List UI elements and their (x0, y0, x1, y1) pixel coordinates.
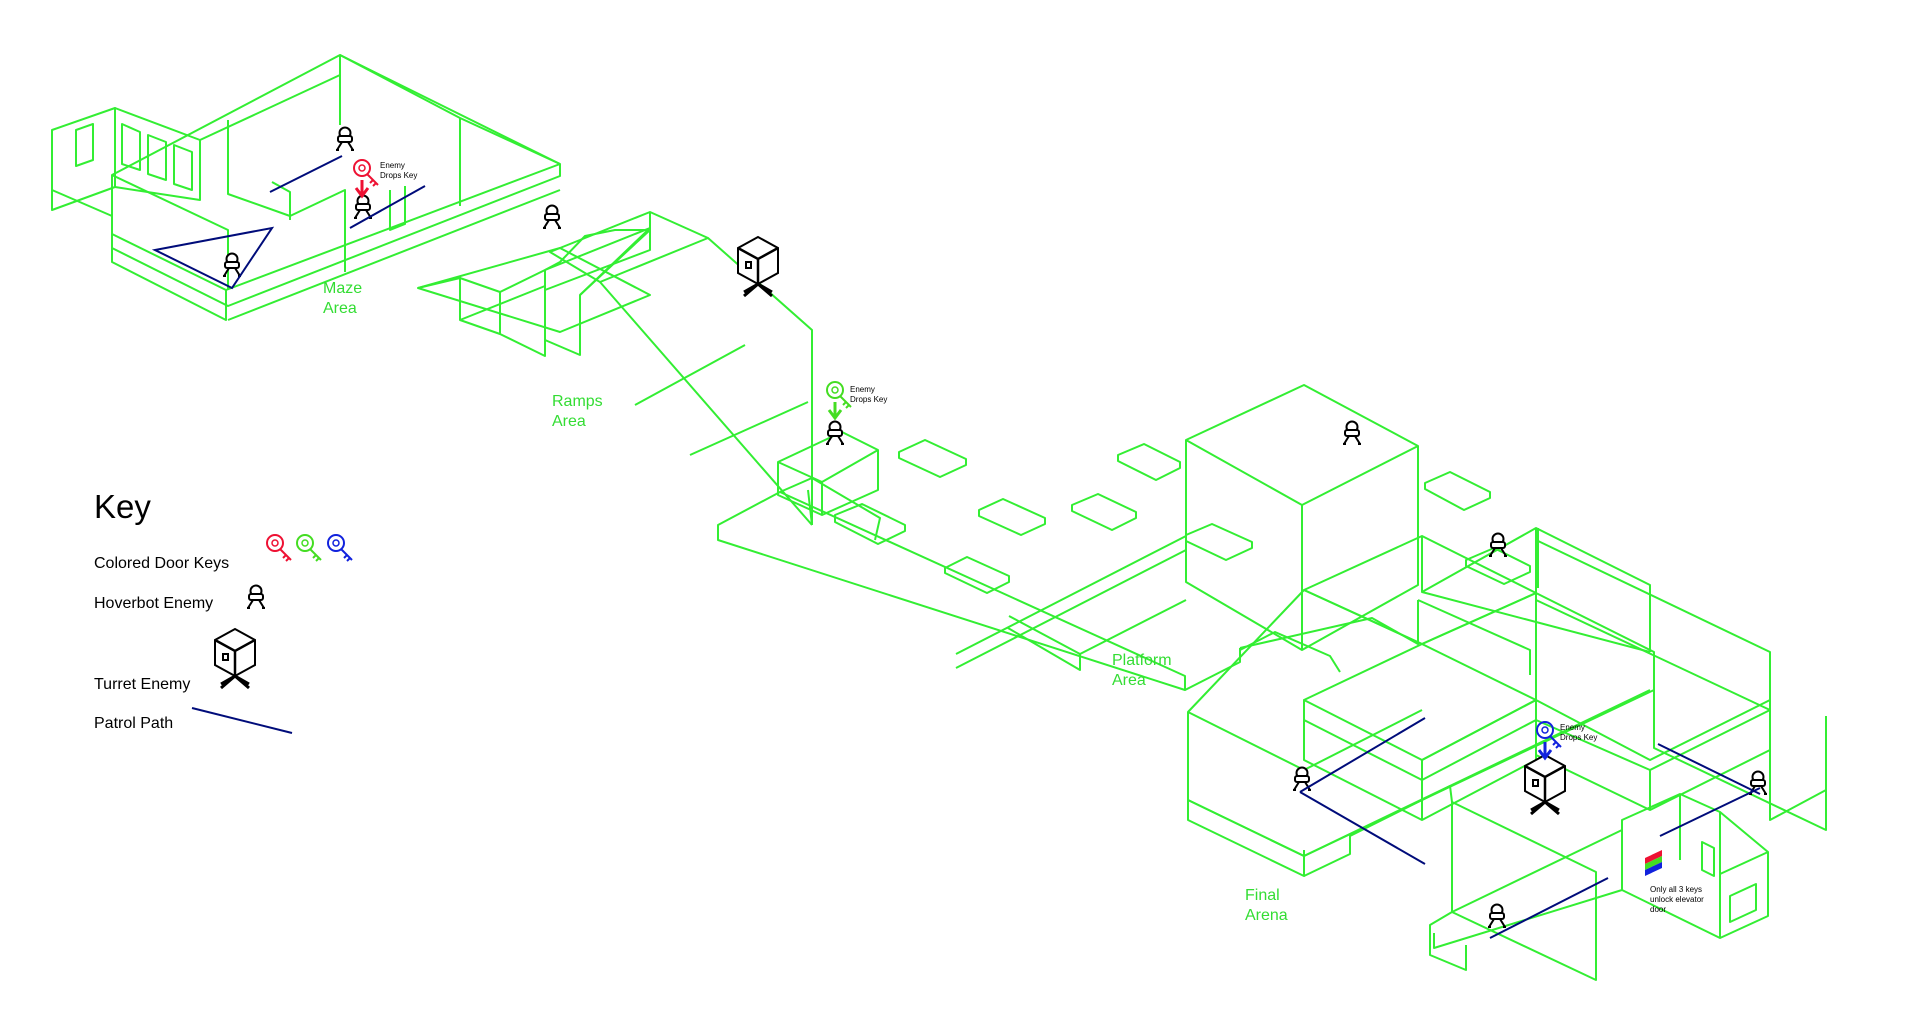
hoverbot-icon (1487, 903, 1507, 928)
annotation-elevator: Only all 3 keys unlock elevator door (1650, 885, 1706, 914)
legend-turret: Turret Enemy (94, 676, 190, 693)
turret-icon (736, 235, 780, 298)
green-key-icon (296, 534, 322, 562)
blue-key-icon (327, 534, 353, 562)
final-arena-label: Final Arena (1245, 887, 1288, 924)
legend-hoverbot: Hoverbot Enemy (94, 595, 213, 612)
turret-icon (1523, 753, 1567, 816)
elevator-door (1645, 850, 1662, 876)
hoverbot-icon (353, 194, 373, 219)
hoverbot-icon (222, 252, 242, 277)
map-keys (353, 159, 1562, 761)
legend-title: Key (94, 488, 151, 525)
hoverbot-icon (335, 126, 355, 151)
red-key-icon (266, 534, 292, 562)
annotation-red-key: Enemy Drops Key (380, 161, 417, 180)
ramps-area-label: Ramps Area (552, 393, 607, 430)
patrol-path-line (191, 707, 293, 734)
green-key-icon (826, 381, 852, 409)
hoverbot-icon (1342, 420, 1362, 445)
red-key-icon (353, 159, 379, 187)
platform-area-label: Platform Area (1112, 652, 1176, 689)
patrol-paths (151, 155, 1761, 939)
annotation-green-key: Enemy Drops Key (850, 385, 887, 404)
turret-icon (213, 627, 257, 690)
hoverbot-icon (542, 204, 562, 229)
legend-patrol: Patrol Path (94, 715, 173, 732)
maze-area (51, 54, 561, 321)
hoverbot-icon (825, 420, 845, 445)
platform-area (717, 384, 1531, 691)
annotation-blue-key: Enemy Drops Key (1560, 723, 1597, 742)
ramps-area (417, 211, 813, 526)
turrets (736, 235, 1567, 816)
legend: Key Colored Door Keys Hoverbot Enemy Tur… (94, 488, 353, 734)
hoverbot-icon (1488, 532, 1508, 557)
maze-area-label: Maze Area (323, 280, 367, 317)
hoverbot-icon (246, 584, 266, 609)
legend-door-keys: Colored Door Keys (94, 555, 229, 572)
